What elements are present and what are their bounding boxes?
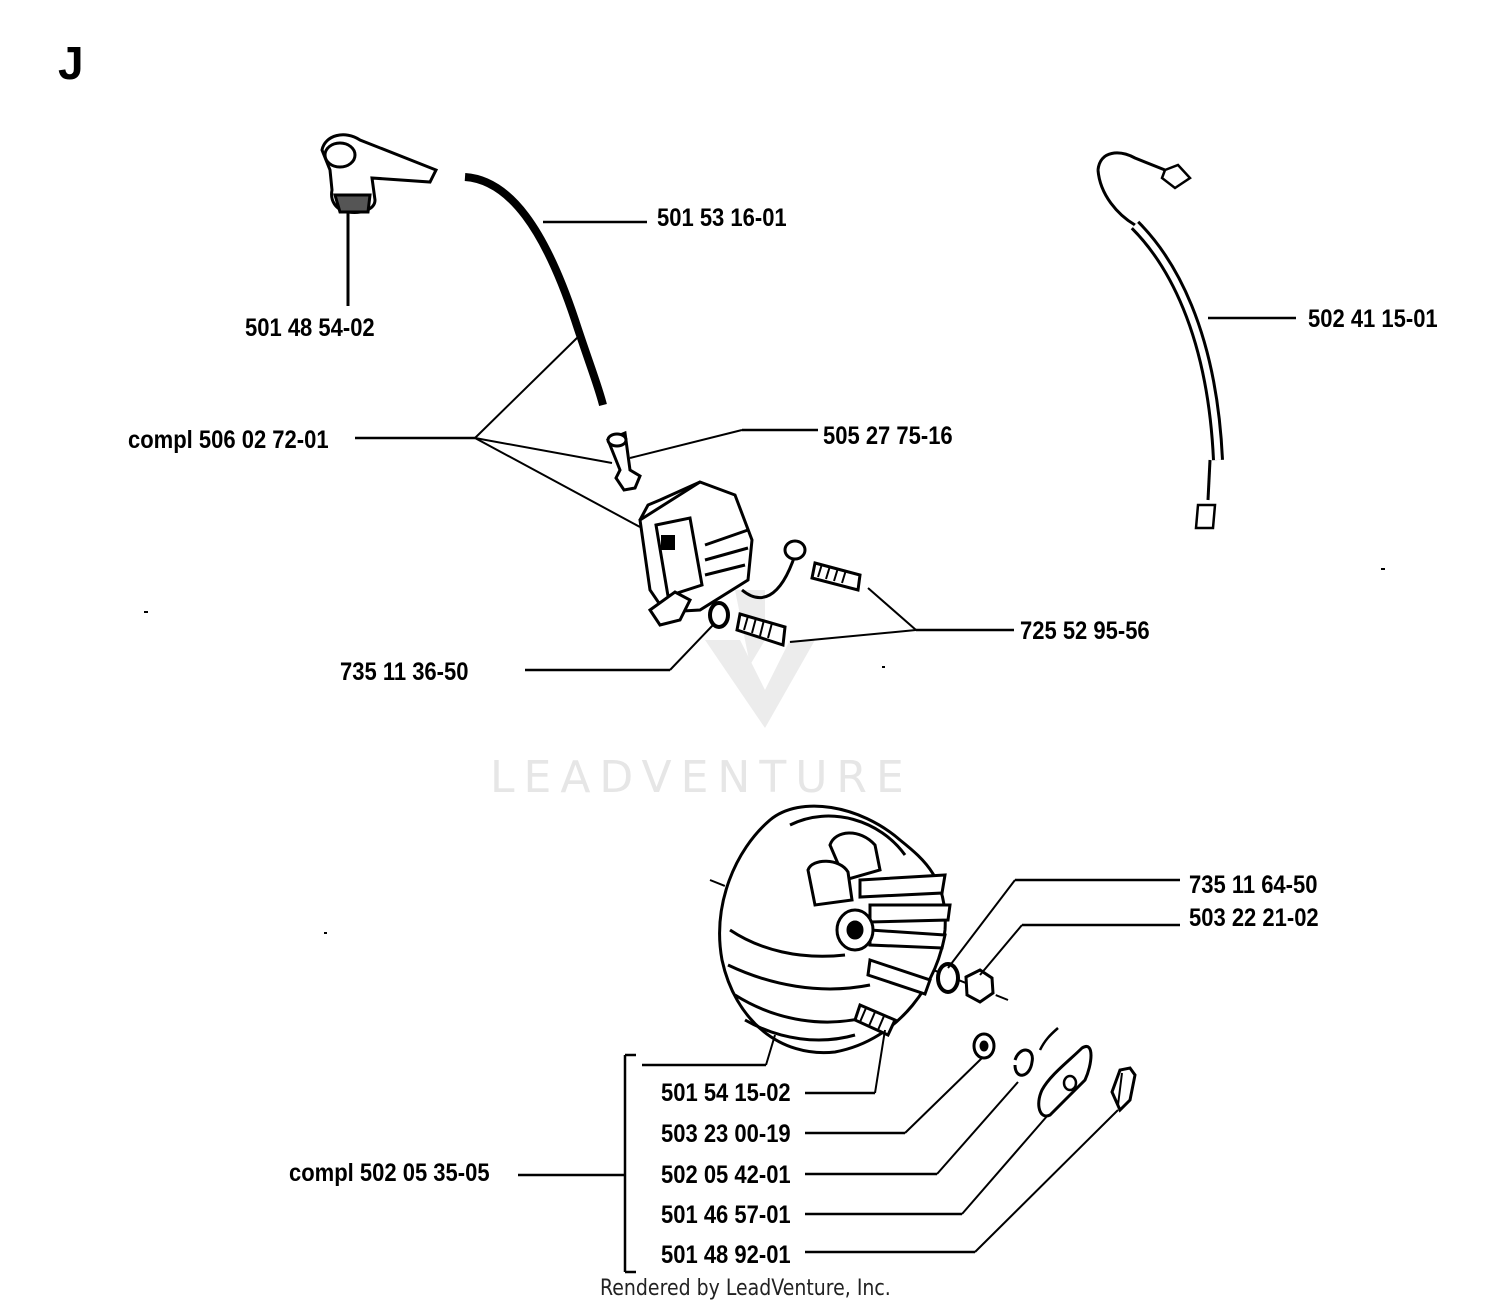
ignition-module xyxy=(355,334,1014,672)
part-label-compl-502-05-35-05[interactable]: compl 502 05 35-05 xyxy=(289,1159,490,1187)
section-letter: J xyxy=(58,37,84,89)
part-label-503-22-21-02[interactable]: 503 22 21-02 xyxy=(1189,904,1319,932)
part-label-735-11-36-50[interactable]: 735 11 36-50 xyxy=(340,658,469,686)
part-label-501-48-54-02[interactable]: 501 48 54-02 xyxy=(245,314,375,342)
part-label-compl-506-02-72-01[interactable]: compl 506 02 72-01 xyxy=(128,426,329,454)
part-label-501-48-92-01[interactable]: 501 48 92-01 xyxy=(661,1241,791,1269)
watermark-text: LEADVENTURE xyxy=(490,752,913,803)
flywheel xyxy=(518,804,1180,1274)
part-label-735-11-64-50[interactable]: 735 11 64-50 xyxy=(1189,871,1318,899)
part-label-505-27-75-16[interactable]: 505 27 75-16 xyxy=(823,422,953,450)
spark-plug-boot xyxy=(320,133,439,306)
ignition-lead xyxy=(464,173,647,406)
short-circuit-cable xyxy=(1096,151,1296,530)
part-label-503-23-00-19[interactable]: 503 23 00-19 xyxy=(661,1120,791,1148)
part-label-725-52-95-56[interactable]: 725 52 95-56 xyxy=(1020,617,1150,645)
footer-credit: Rendered by LeadVenture, Inc. xyxy=(600,1276,891,1301)
scan-specks xyxy=(144,568,1385,934)
part-label-501-46-57-01[interactable]: 501 46 57-01 xyxy=(661,1201,791,1229)
part-label-502-41-15-01[interactable]: 502 41 15-01 xyxy=(1308,305,1438,333)
part-label-501-53-16-01[interactable]: 501 53 16-01 xyxy=(657,204,787,232)
part-label-501-54-15-02[interactable]: 501 54 15-02 xyxy=(661,1079,791,1107)
part-label-502-05-42-01[interactable]: 502 05 42-01 xyxy=(661,1161,791,1189)
